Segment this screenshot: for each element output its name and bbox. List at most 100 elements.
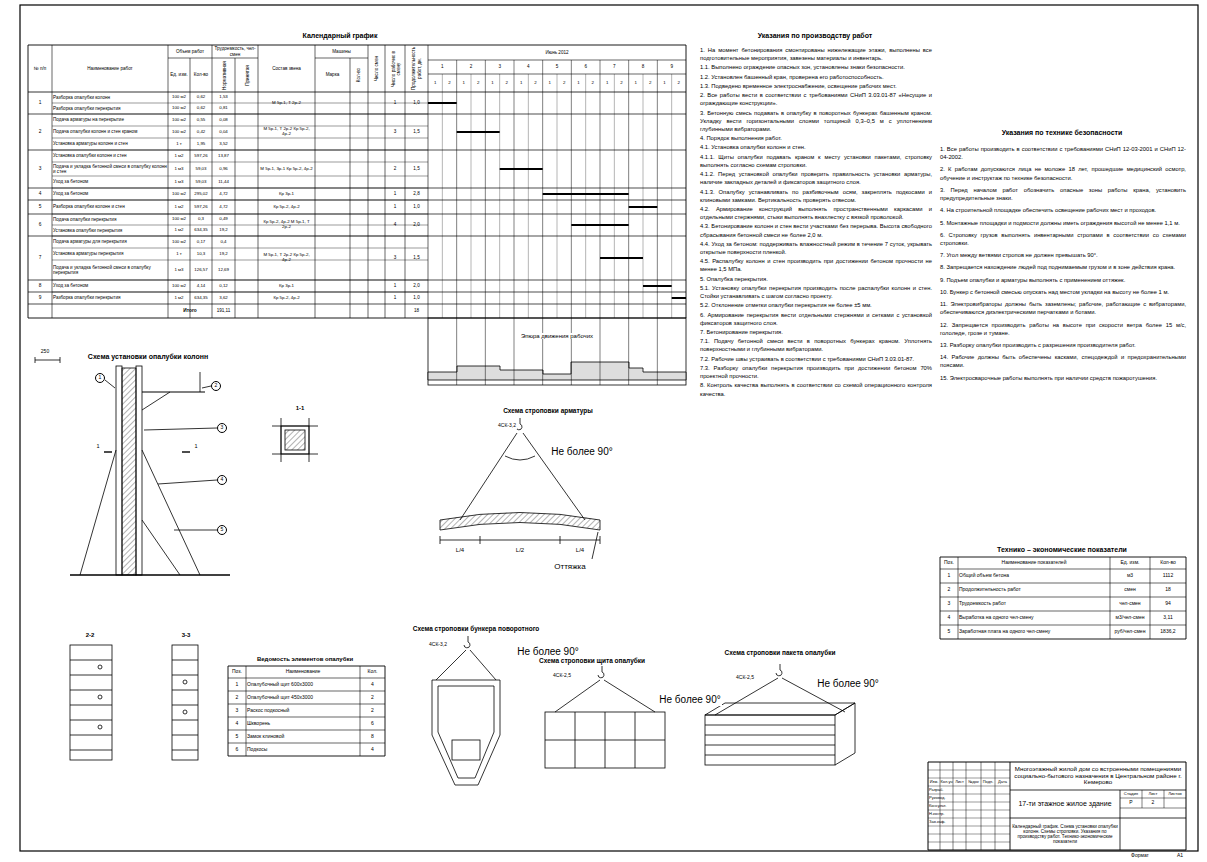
grid-line xyxy=(671,74,672,318)
grid-line xyxy=(228,691,385,692)
grid-line xyxy=(628,60,629,385)
note-paragraph: 5.1. Установку опалубки перекрытия произ… xyxy=(700,284,932,300)
row-number: 3 xyxy=(28,150,52,188)
shift-number: 1 xyxy=(600,74,614,92)
note-paragraph: 7. Бетонирование перекрытия. xyxy=(700,328,932,336)
section-mark: 1 xyxy=(95,443,100,449)
unit: 100 м2 xyxy=(168,92,190,103)
crew: М 5р-1, Т 2р-2 Кр 5р-2, 4р-2 xyxy=(258,236,315,280)
grid-line xyxy=(1142,790,1143,808)
crew: Кр 5р-2, 4р-2 xyxy=(258,200,315,214)
note-paragraph: 1. Все работы производить в соответствии… xyxy=(940,145,1186,161)
grid-line xyxy=(928,842,1010,843)
notes-title: Указания по производству работ xyxy=(757,32,873,40)
note-paragraph: 12. Запрещается производить работы на вы… xyxy=(940,321,1186,337)
labor: 19,2 xyxy=(212,248,235,260)
table-cell: 6 xyxy=(360,717,385,730)
quantity: 0,17 xyxy=(190,236,212,248)
table-header: Поз. xyxy=(940,557,958,569)
quantity: 0,42 xyxy=(190,126,212,138)
sling-mark: 4СК-2,5 xyxy=(552,673,572,679)
grid-line xyxy=(28,214,686,215)
day-number: 3 xyxy=(485,60,514,74)
shift-number: 2 xyxy=(442,74,456,92)
workers: 1 xyxy=(385,92,405,114)
grid-line xyxy=(557,74,558,318)
table-cell: 1112 xyxy=(1150,569,1186,583)
grid-line xyxy=(928,794,1010,795)
shift-number: 1 xyxy=(457,74,471,92)
work-name: Подача опалубки колонн и стен краном xyxy=(52,126,168,138)
work-name: Уход за бетоном xyxy=(52,280,168,292)
quantity: 0,62 xyxy=(190,92,212,103)
table-header: Наименование показателей xyxy=(958,557,1110,569)
grid-line xyxy=(228,730,385,731)
labor: 13,87 xyxy=(212,150,235,162)
grid-line xyxy=(368,45,369,318)
note-paragraph: 4.1.2. Перед установкой опалубки провери… xyxy=(700,170,932,186)
vertical-cell: Нормативная xyxy=(212,58,235,92)
note-paragraph: 10. Бункер с бетонной смесью опускать на… xyxy=(940,288,1186,296)
note-paragraph: 7.1. Подачу бетонной смеси вести в повор… xyxy=(700,337,932,353)
grid-line xyxy=(940,639,1186,640)
shield-sling xyxy=(545,666,665,768)
stamp-role: Разраб. xyxy=(928,786,953,794)
note-paragraph: 13. Разборку опалубки производить с разр… xyxy=(940,341,1186,349)
table-cell: смен xyxy=(1110,583,1150,597)
table-cell: 5 xyxy=(940,625,958,639)
table-cell: Выработка на одного чел-смену xyxy=(958,611,1110,625)
note-paragraph: 4.2. Армирование конструкций выполнять п… xyxy=(700,205,932,221)
grid-line xyxy=(643,74,644,318)
workers: 3 xyxy=(385,236,405,280)
sheet-frame xyxy=(20,5,1198,851)
note-paragraph: 15. Электросварочные работы выполнять пр… xyxy=(940,374,1186,382)
grid-line xyxy=(228,678,385,679)
grid-line xyxy=(315,58,368,59)
grid-line xyxy=(456,60,457,385)
table-cell: 18 xyxy=(1150,583,1186,597)
grid-line xyxy=(928,762,1186,763)
grid-line xyxy=(52,45,53,318)
stamp-header: Лист xyxy=(1142,790,1164,798)
callout-number: 2 xyxy=(211,381,221,391)
table-header: Кол-во xyxy=(1150,557,1186,569)
duration: 1,0 xyxy=(405,292,428,304)
table-title: Ведомость элементов опалубки xyxy=(256,656,354,663)
stamp-header: Изм. xyxy=(928,778,940,786)
duration: 2,8 xyxy=(405,188,428,200)
bunker-sling xyxy=(432,636,500,785)
unit: 1 м2 xyxy=(168,292,190,304)
note-paragraph: 5. Монтажные площадки и подмости должны … xyxy=(940,219,1186,227)
grid-line xyxy=(499,74,500,318)
grid-line xyxy=(940,569,1186,570)
row-number: 6 xyxy=(28,214,52,236)
grid-line xyxy=(1010,790,1186,791)
table-cell: 94 xyxy=(1150,597,1186,611)
grid-line xyxy=(52,138,428,139)
grid-line xyxy=(940,557,1186,558)
shift-number: 1 xyxy=(485,74,499,92)
table-header: Число рабочих в смену xyxy=(385,45,405,92)
duration: 1,0 xyxy=(405,92,428,114)
row-number: 2 xyxy=(28,114,52,150)
chart-title: Эпюра движения рабочих xyxy=(520,333,594,340)
grid-line xyxy=(966,762,967,850)
work-name: Подача арматуры для перекрытия xyxy=(52,236,168,248)
table-cell: руб/чел-смен xyxy=(1110,625,1150,639)
unit: 1 м3 xyxy=(168,176,190,188)
quantity: 59,03 xyxy=(190,162,212,176)
grid-line xyxy=(28,45,686,46)
grid-line xyxy=(600,60,601,385)
note-paragraph: 7.3. Разборку опалубки перекрытия произв… xyxy=(700,364,932,380)
unit: 1 м3 xyxy=(168,162,190,176)
unit: 100 м2 xyxy=(168,188,190,200)
grid-line xyxy=(442,74,443,318)
table-header: Нормативная xyxy=(212,58,235,92)
table-cell: 3 xyxy=(940,597,958,611)
grid-line xyxy=(28,92,686,93)
grid-line xyxy=(928,818,1010,819)
stamp-header: Кол.уч xyxy=(940,778,953,786)
row-number: 4 xyxy=(28,188,52,200)
table-cell: 8 xyxy=(360,730,385,743)
table-header: Трудоемкость, чел-смен xyxy=(212,45,258,58)
